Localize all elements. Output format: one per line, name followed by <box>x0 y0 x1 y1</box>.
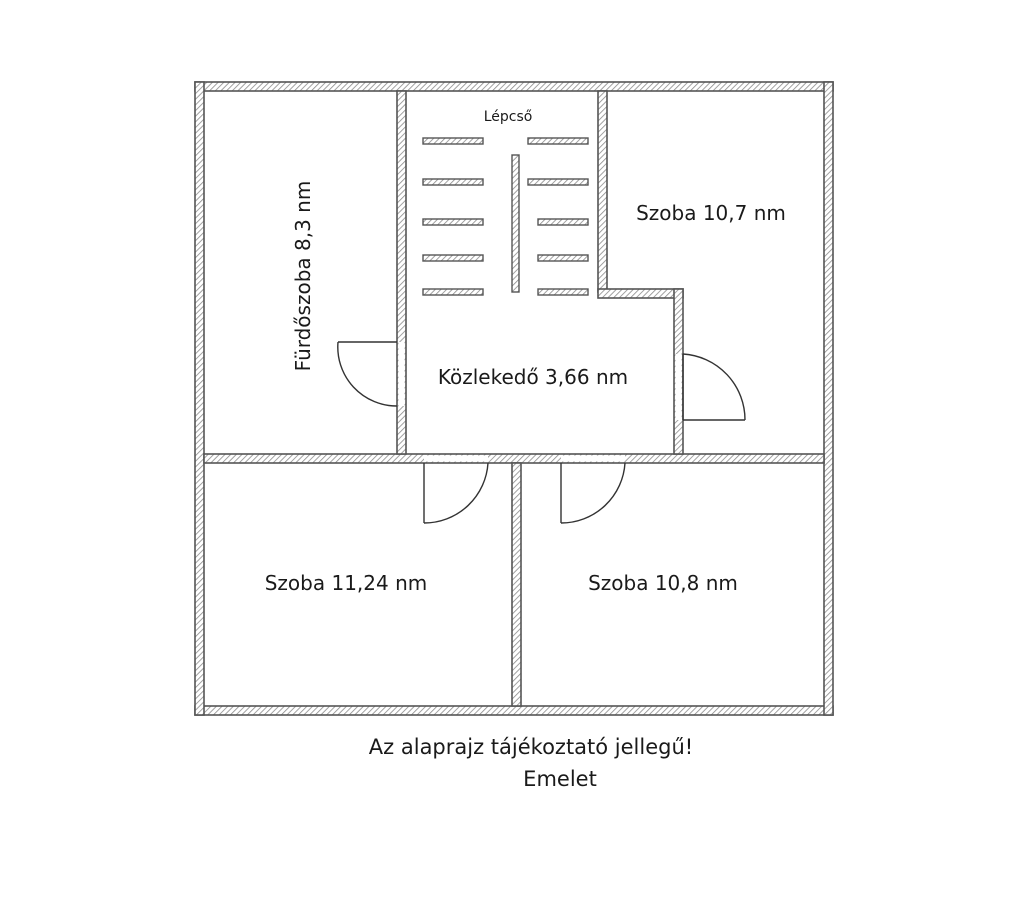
opening-room-top-right <box>675 354 682 420</box>
room-label-hallway: Közlekedő 3,66 nm <box>438 365 628 389</box>
stair-tread <box>422 137 484 145</box>
stair-tread <box>422 218 484 226</box>
wall-left <box>194 81 205 716</box>
opening-room-bottom-right <box>561 455 625 462</box>
opening-bathroom <box>398 342 405 406</box>
wall-bottom-rooms-divider <box>511 462 522 707</box>
stair-label: Lépcső <box>484 109 533 125</box>
door-bathroom <box>337 341 398 407</box>
room-label-bottom-right: Szoba 10,8 nm <box>588 571 738 595</box>
outer-walls <box>194 81 834 716</box>
stair-tread <box>422 178 484 186</box>
opening-room-bottom-left <box>424 455 488 462</box>
stair-tread <box>422 288 484 296</box>
door-openings <box>398 342 682 462</box>
wall-stair-room-vertical <box>597 90 608 293</box>
labels: Lépcső Fürdőszoba 8,3 nm Szoba 10,7 nm K… <box>265 109 786 791</box>
door-room-bottom-right <box>560 462 626 524</box>
room-label-bottom-left: Szoba 11,24 nm <box>265 571 428 595</box>
stair-tread <box>422 254 484 262</box>
door-room-top-right <box>682 353 746 421</box>
stair-tread <box>537 288 589 296</box>
room-label-bathroom: Fürdőszoba 8,3 nm <box>291 181 315 372</box>
stair-center-rail <box>511 154 520 293</box>
door-room-bottom-left <box>423 462 489 524</box>
wall-horizontal-middle <box>203 453 825 464</box>
doors <box>337 341 746 524</box>
wall-top <box>194 81 834 92</box>
stair-tread <box>537 218 589 226</box>
room-label-top-right: Szoba 10,7 nm <box>636 201 786 225</box>
stair-tread <box>527 178 589 186</box>
wall-bottom <box>194 705 834 716</box>
wall-right <box>823 81 834 716</box>
stair-tread <box>537 254 589 262</box>
caption-line-2: Emelet <box>523 767 597 791</box>
staircase <box>422 137 589 296</box>
stair-tread <box>527 137 589 145</box>
caption-line-1: Az alaprajz tájékoztató jellegű! <box>369 735 693 759</box>
wall-room-step-horizontal <box>597 288 684 299</box>
wall-bathroom-hall <box>396 90 407 455</box>
